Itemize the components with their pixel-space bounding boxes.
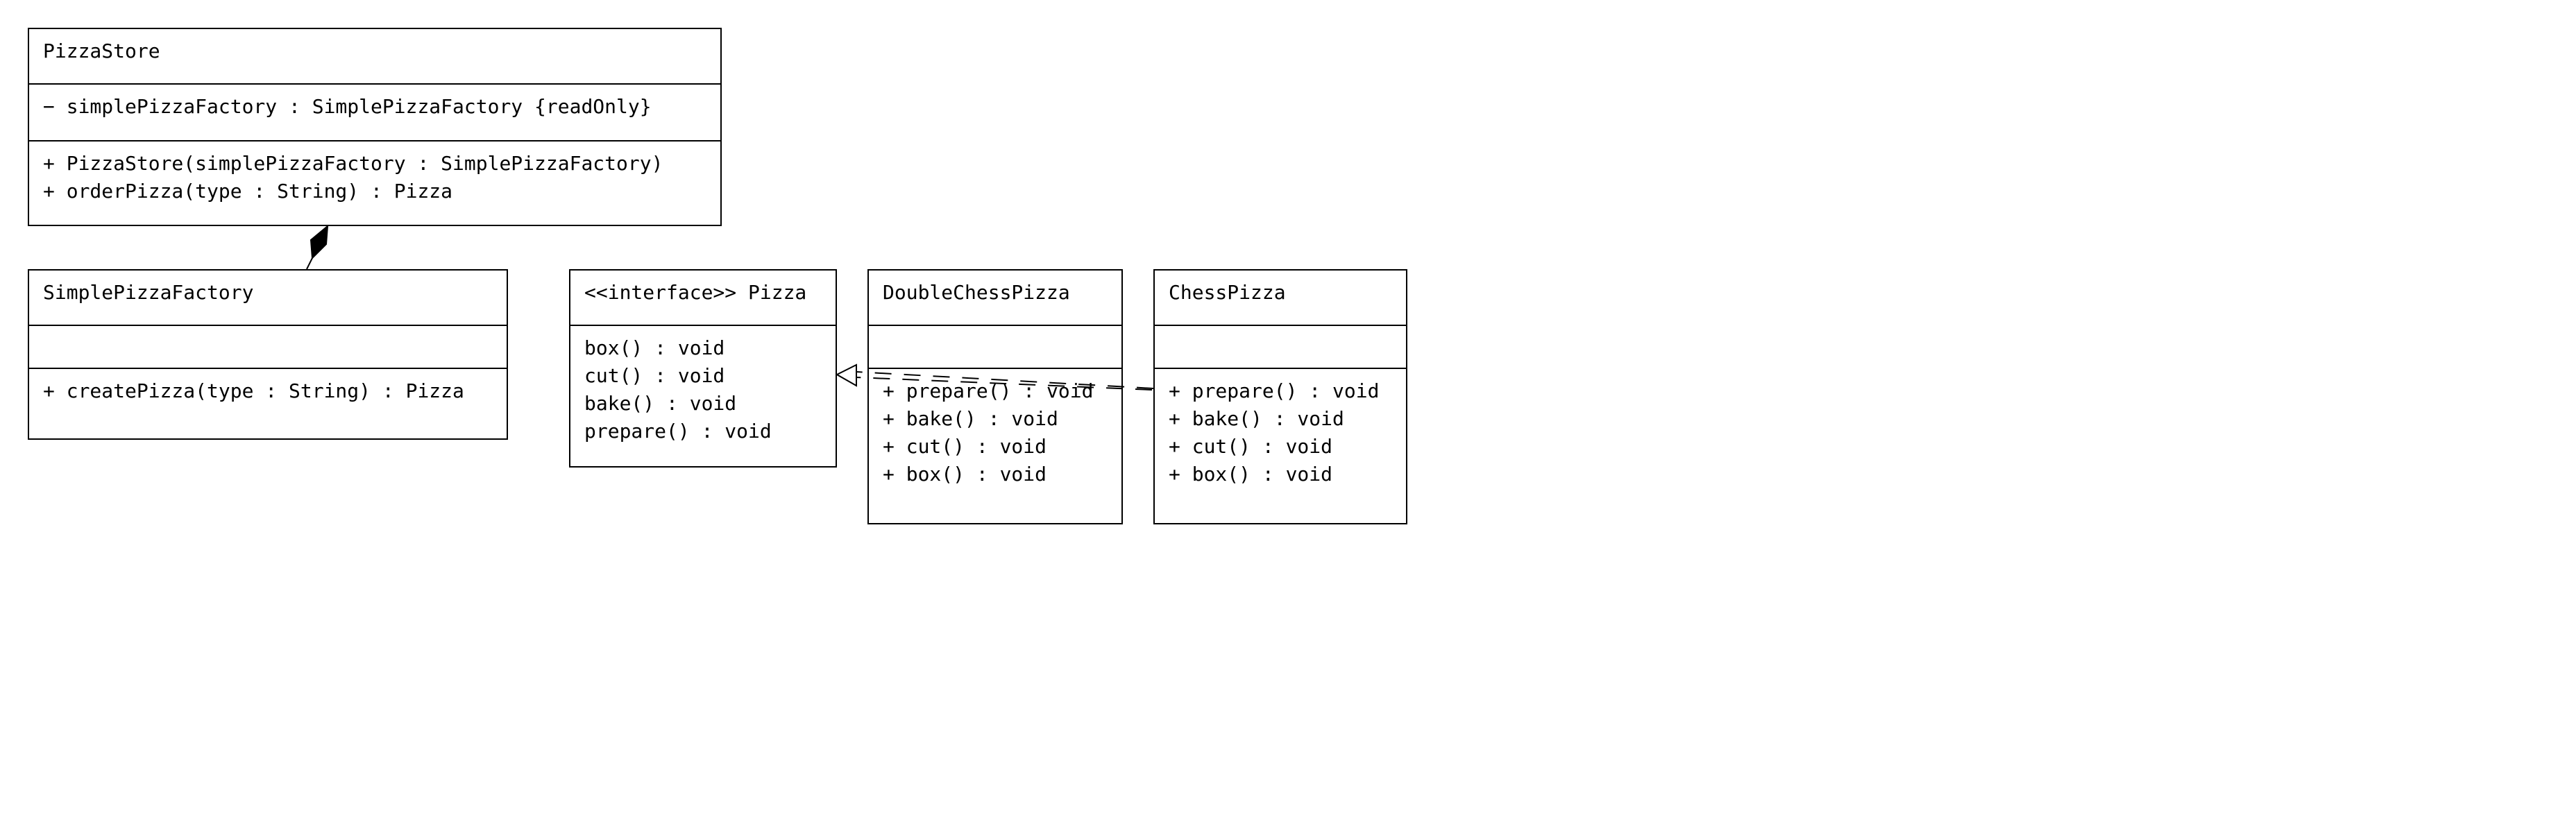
class-doublechesspizza[interactable]: DoubleChessPizza + prepare() : void + ba… bbox=[867, 269, 1123, 524]
operation: + orderPizza(type : String) : Pizza bbox=[43, 180, 453, 203]
class-name-section: PizzaStore bbox=[29, 29, 720, 85]
class-name-section: DoubleChessPizza bbox=[869, 271, 1121, 326]
operations-section: + prepare() : void + bake() : void + cut… bbox=[869, 369, 1121, 523]
composition-line bbox=[306, 257, 313, 270]
operations-section: box() : void cut() : void bake() : void … bbox=[570, 326, 836, 466]
operation: + box() : void bbox=[1169, 463, 1333, 486]
class-name: <<interface>> Pizza bbox=[584, 281, 807, 304]
class-name: ChessPizza bbox=[1169, 281, 1286, 304]
class-name-section: ChessPizza bbox=[1155, 271, 1406, 326]
realization-arrowhead bbox=[835, 363, 857, 387]
class-pizza-interface[interactable]: <<interface>> Pizza box() : void cut() :… bbox=[569, 269, 837, 468]
attributes-section bbox=[869, 326, 1121, 369]
class-name: DoubleChessPizza bbox=[883, 281, 1070, 304]
operation: + bake() : void bbox=[1169, 407, 1344, 430]
attribute: − simplePizzaFactory : SimplePizzaFactor… bbox=[43, 95, 652, 118]
operation: box() : void bbox=[584, 336, 725, 359]
operations-section: + prepare() : void + bake() : void + cut… bbox=[1155, 369, 1406, 523]
class-name: SimplePizzaFactory bbox=[43, 281, 254, 304]
operation: + bake() : void bbox=[883, 407, 1058, 430]
operations-section: + createPizza(type : String) : Pizza bbox=[29, 369, 507, 438]
operations-section: + PizzaStore(simplePizzaFactory : Simple… bbox=[29, 142, 720, 225]
operation: bake() : void bbox=[584, 392, 737, 415]
class-pizzastore[interactable]: PizzaStore − simplePizzaFactory : Simple… bbox=[28, 28, 722, 226]
operation: + createPizza(type : String) : Pizza bbox=[43, 379, 464, 402]
operation: + PizzaStore(simplePizzaFactory : Simple… bbox=[43, 152, 663, 175]
attributes-section bbox=[1155, 326, 1406, 369]
class-chesspizza[interactable]: ChessPizza + prepare() : void + bake() :… bbox=[1153, 269, 1407, 524]
attributes-section: − simplePizzaFactory : SimplePizzaFactor… bbox=[29, 85, 720, 142]
class-name: PizzaStore bbox=[43, 40, 160, 62]
operation: + prepare() : void bbox=[1169, 379, 1380, 402]
composition-diamond bbox=[310, 224, 329, 260]
attributes-section bbox=[29, 326, 507, 369]
operation: + cut() : void bbox=[1169, 435, 1333, 458]
class-name-section: SimplePizzaFactory bbox=[29, 271, 507, 326]
class-name-section: <<interface>> Pizza bbox=[570, 271, 836, 326]
operation: + box() : void bbox=[883, 463, 1047, 486]
operation: + prepare() : void bbox=[883, 379, 1094, 402]
operation: prepare() : void bbox=[584, 420, 772, 443]
operation: + cut() : void bbox=[883, 435, 1047, 458]
operation: cut() : void bbox=[584, 364, 725, 387]
class-simplepizzafactory[interactable]: SimplePizzaFactory + createPizza(type : … bbox=[28, 269, 508, 440]
